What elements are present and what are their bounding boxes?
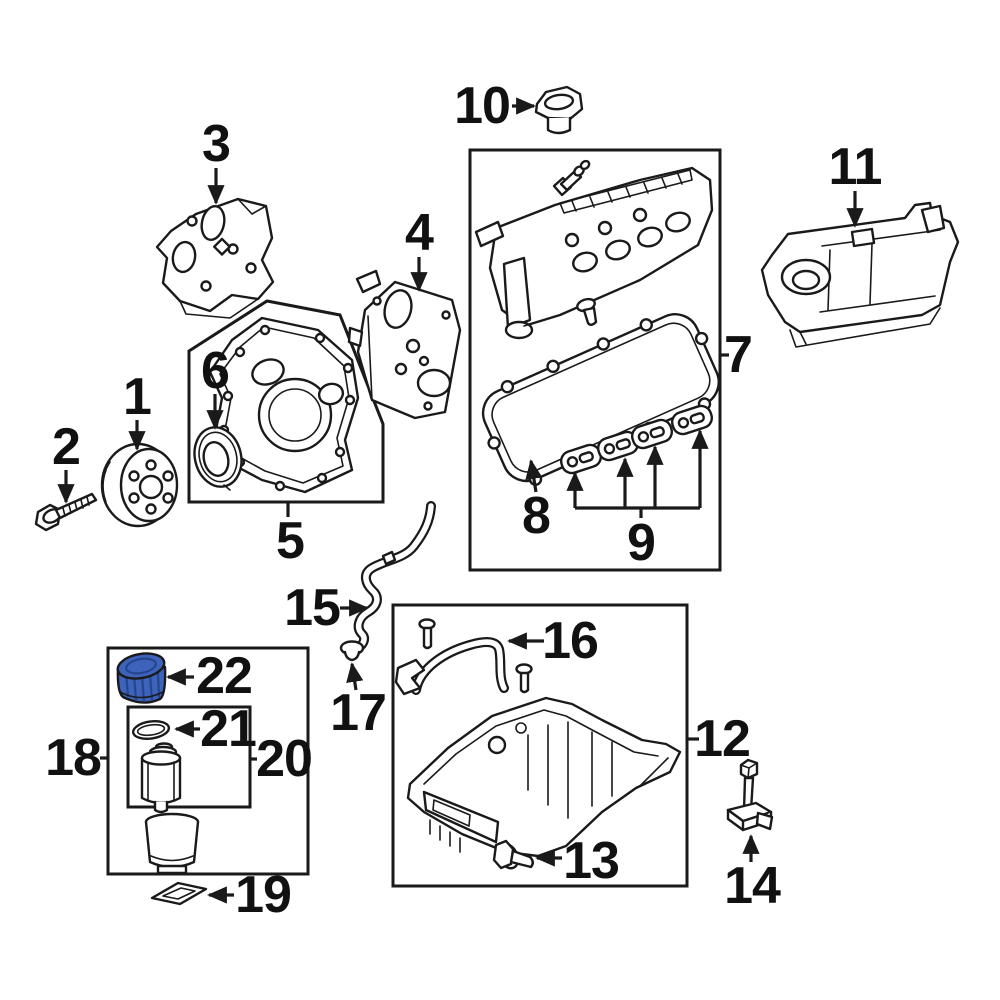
- callout-label-11: 11: [828, 138, 883, 196]
- part-7-gasket-bolt-drawing: [576, 297, 598, 326]
- part-6-crank-seal-drawing: [193, 426, 243, 491]
- callout-label-6: 6: [201, 342, 230, 400]
- callout-label-2: 2: [52, 418, 81, 476]
- part-14-oil-level-sensor-drawing: [726, 758, 774, 832]
- callout-label-1: 1: [123, 368, 152, 426]
- part-22-oil-filter-cap-drawing: [116, 652, 167, 704]
- part-20-filter-element-drawing: [140, 742, 182, 814]
- part-5-timing-cover-group-box: [187, 299, 385, 504]
- part-11-engine-cover-drawing: [760, 201, 960, 348]
- callout-label-21: 21: [200, 700, 257, 758]
- callout-label-19: 19: [235, 866, 292, 924]
- part-2-crank-bolt-drawing: [34, 492, 98, 532]
- part-15-dipstick-tube-drawing: [353, 501, 436, 653]
- part-21-o-ring-drawing: [131, 720, 171, 740]
- part-13-drain-plug-drawing: [492, 839, 534, 870]
- part-19-gasket-drawing: [150, 881, 208, 906]
- part-16-pickup-tube-drawing: [394, 637, 509, 696]
- callout-label-12: 12: [694, 710, 751, 768]
- callout-label-7: 7: [724, 326, 753, 384]
- callout-label-16: 16: [542, 612, 599, 670]
- part-10-oil-filler-cap-drawing: [534, 85, 584, 135]
- part-12-oil-pan-drawing: [406, 696, 682, 858]
- part-5-timing-gasket-drawing: [208, 316, 360, 494]
- callout-label-17: 17: [330, 684, 387, 742]
- callout-label-10: 10: [454, 77, 511, 135]
- callout-label-8: 8: [522, 487, 551, 545]
- part-18-oil-filter-housing-box: [106, 646, 310, 876]
- part-7-sensor-bolt-drawing: [552, 159, 591, 197]
- callout-label-4: 4: [405, 204, 434, 262]
- callout-label-22: 22: [196, 647, 253, 705]
- callout-label-9: 9: [627, 514, 656, 572]
- part-4-timing-cover-plate-drawing: [347, 269, 462, 420]
- callout-label-20: 20: [256, 730, 313, 788]
- part-12-oil-pan-box: [391, 603, 689, 888]
- part-16-bolt-b-drawing: [515, 663, 533, 694]
- callout-label-3: 3: [202, 115, 231, 173]
- part-16-bolt-a-drawing: [418, 618, 436, 650]
- part-1-crankshaft-pulley-drawing: [100, 442, 179, 528]
- part-17-grommet-drawing: [339, 640, 365, 662]
- callout-label-15: 15: [284, 579, 341, 637]
- part-7-valve-cover-box: [468, 148, 722, 572]
- callout-label-5: 5: [276, 512, 305, 570]
- part-3-upper-timing-cover-drawing: [155, 197, 275, 319]
- part-20-filter-kit-box: [126, 705, 252, 809]
- callout-label-13: 13: [563, 832, 620, 890]
- callout-label-14: 14: [724, 857, 781, 915]
- part-18-housing-cup-drawing: [144, 812, 200, 875]
- part-9-tube-seals-drawing: [559, 404, 714, 475]
- part-7-valve-cover-drawing: [474, 166, 714, 340]
- callout-arrows: [57, 97, 864, 904]
- callout-label-18: 18: [45, 729, 102, 787]
